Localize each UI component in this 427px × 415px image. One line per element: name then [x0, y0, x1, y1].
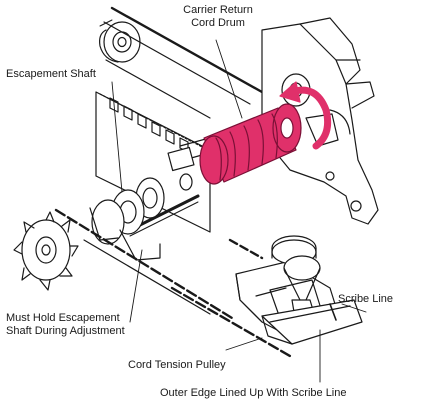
top-pulley-wheel [99, 21, 141, 63]
upper-cord [99, 6, 264, 119]
leader-lines [111, 39, 367, 383]
label-cord-tension-pulley: Cord Tension Pulley [128, 359, 226, 371]
label-scribe-line: Scribe Line [338, 293, 394, 305]
carrier-bracket [261, 17, 379, 225]
escapement-assembly [89, 173, 200, 261]
rear-frame-plate [95, 91, 211, 233]
escapement-gear [13, 211, 79, 291]
label-must-hold-line1: Must Hold Escapement [6, 312, 120, 324]
label-carrier-return-cord-drum: Carrier Return Cord Drum [170, 4, 266, 30]
rotation-arrow [279, 81, 332, 150]
scribe-plate [261, 299, 363, 345]
label-must-hold-line2: Shaft During Adjustment [6, 325, 125, 337]
label-must-hold: Must Hold Escapement Shaft During Adjust… [6, 312, 125, 338]
label-escapement-shaft: Escapement Shaft [6, 68, 96, 80]
cord-drum-highlight [199, 103, 302, 185]
label-carrier-return-line2: Cord Drum [191, 17, 245, 29]
label-carrier-return-line1: Carrier Return [183, 4, 253, 16]
label-outer-edge: Outer Edge Lined Up With Scribe Line [160, 387, 347, 399]
